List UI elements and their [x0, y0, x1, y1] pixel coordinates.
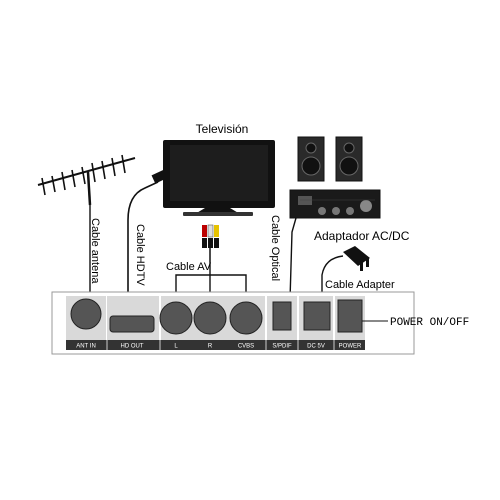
port-label-ant-in: ANT IN: [76, 344, 96, 350]
speaker-icon: [335, 136, 363, 182]
cable-adapter-label: Cable Adapter: [325, 279, 395, 291]
cable-antena-label: Cable antena: [89, 218, 101, 284]
port-label-r: R: [208, 344, 213, 350]
ant-in-port[interactable]: [70, 298, 102, 330]
dc5v-port[interactable]: [303, 301, 331, 331]
hd-out-port[interactable]: [109, 315, 155, 333]
cable-optical-label: Cable Optical: [269, 215, 281, 281]
power-onoff-label: POWER ON/OFF: [390, 317, 469, 329]
speaker-icon: [297, 136, 325, 182]
cvbs-port[interactable]: [229, 301, 263, 335]
port-label-cvbs: CVBS: [238, 344, 254, 350]
adapter-acdc-label: Adaptador AC/DC: [314, 229, 410, 243]
amplifier-icon: [289, 189, 381, 219]
tv-label: Televisión: [196, 122, 249, 136]
audio-l-port[interactable]: [159, 301, 193, 335]
power-switch[interactable]: [337, 299, 363, 333]
port-label-dc5v: DC 5V: [307, 344, 325, 350]
cable-av-label: Cable AV: [166, 261, 212, 273]
optical-cable: [289, 217, 297, 301]
port-label-l: L: [174, 344, 178, 350]
antenna-icon: [37, 154, 136, 300]
audio-r-port[interactable]: [193, 301, 227, 335]
port-label-spdif: S/PDIF: [272, 344, 292, 350]
spdif-port[interactable]: [272, 301, 292, 331]
television-icon: [163, 140, 275, 216]
port-label-hd-out: HD OUT: [121, 344, 144, 350]
port-label-power: POWER: [339, 344, 362, 350]
cable-hdtv-label: Cable HDTV: [134, 224, 146, 286]
